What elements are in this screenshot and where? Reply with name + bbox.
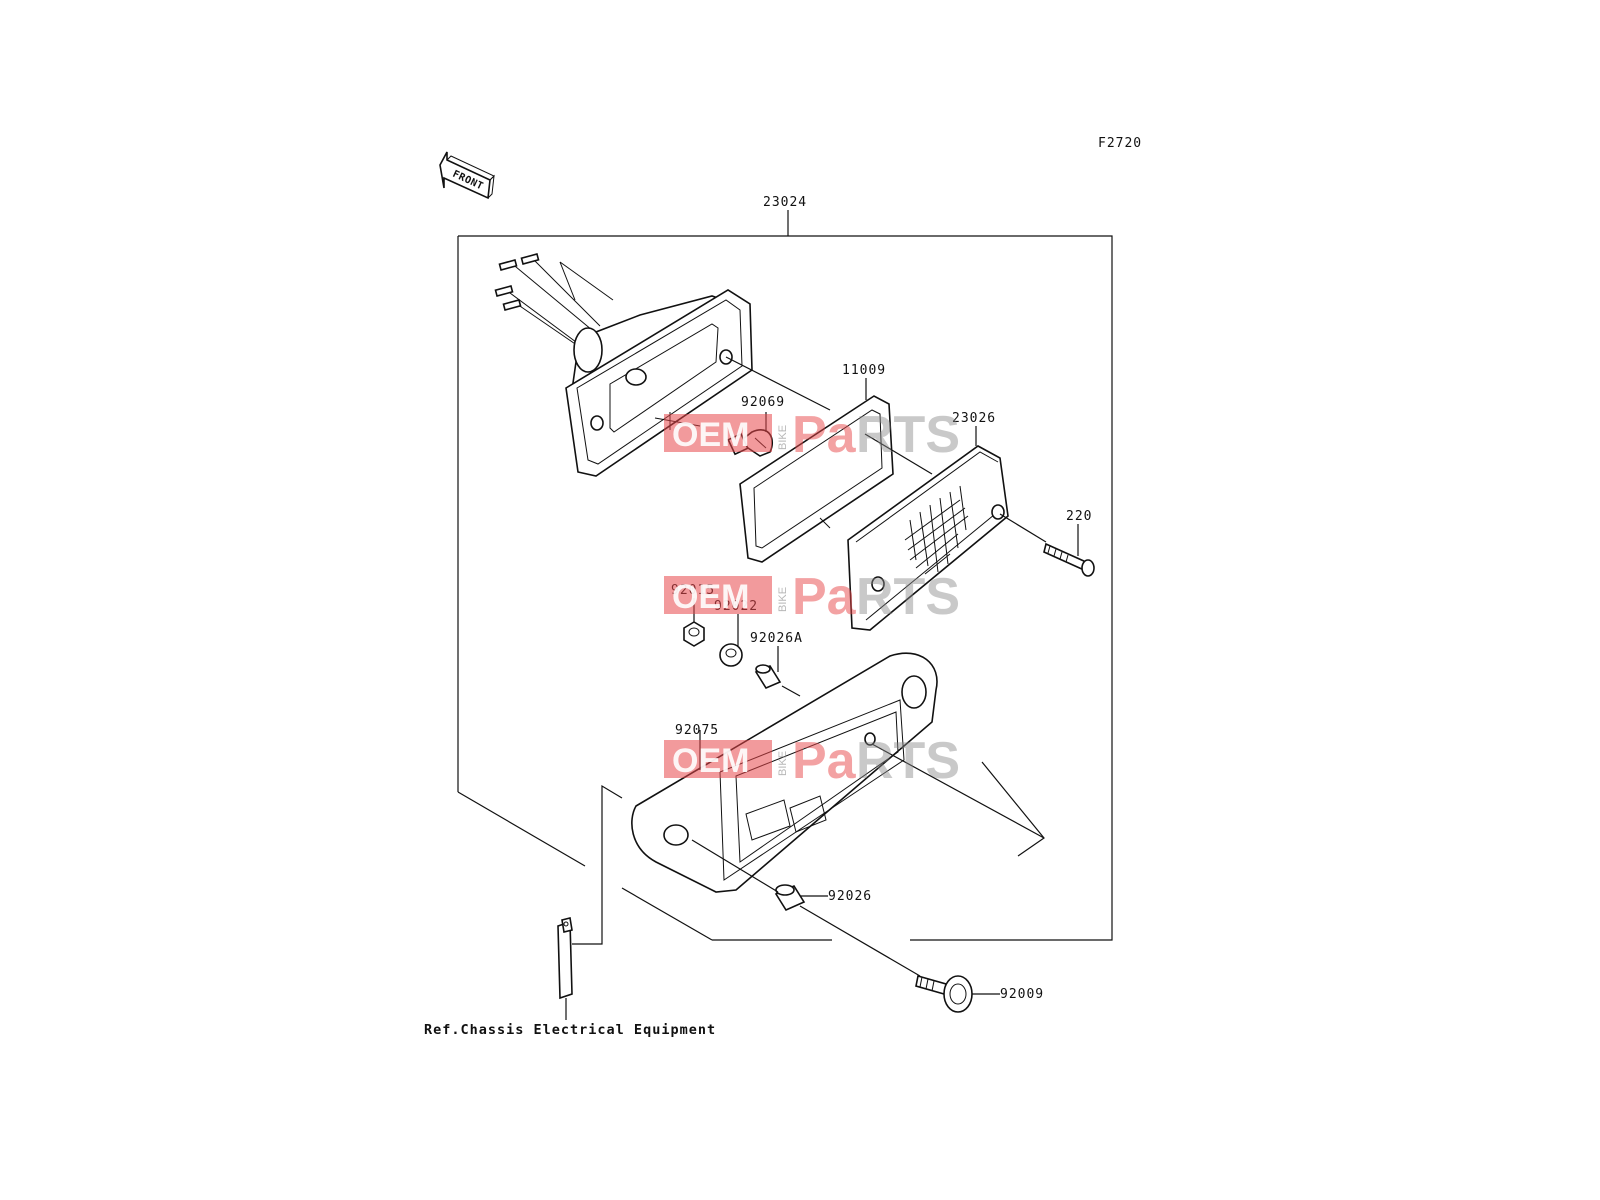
collar-icon (774, 884, 806, 912)
svg-text:RTS: RTS (856, 406, 960, 464)
svg-text:OEM: OEM (672, 578, 749, 616)
callout-92075: 92075 (675, 723, 719, 738)
collar-a-icon (754, 664, 782, 690)
svg-text:Pa: Pa (792, 406, 857, 464)
svg-text:Pa: Pa (792, 732, 857, 790)
svg-text:Pa: Pa (792, 568, 857, 626)
svg-text:OEM: OEM (672, 742, 749, 780)
diagram-code: F2720 (1098, 136, 1142, 151)
bracket (631, 652, 938, 893)
callout-23026: 23026 (952, 411, 996, 426)
reference-note: Ref.Chassis Electrical Equipment (424, 1022, 716, 1038)
watermark-logo: OEM BIKE Pa RTS (664, 732, 960, 790)
washer-icon (719, 643, 743, 667)
watermark-logo: OEM BIKE Pa RTS (664, 568, 960, 626)
svg-text:OEM: OEM (672, 416, 749, 454)
callout-92026: 92026 (828, 889, 872, 904)
front-arrow-icon: FRONT (439, 151, 495, 200)
callout-92026A: 92026A (750, 631, 803, 646)
gasket (739, 395, 894, 563)
callout-92069: 92069 (741, 395, 785, 410)
callout-220: 220 (1066, 509, 1092, 524)
svg-text:RTS: RTS (856, 732, 960, 790)
bolt-icon (915, 974, 973, 1013)
watermark-logo: OEM BIKE Pa RTS (664, 406, 960, 464)
assembly-bracket (457, 210, 1113, 941)
screw-icon (1043, 542, 1095, 577)
leader-gasket (864, 433, 933, 475)
lamp-housing (494, 253, 753, 477)
leader-housing (725, 356, 831, 411)
svg-text:RTS: RTS (856, 568, 960, 626)
svg-text:BIKE: BIKE (777, 587, 789, 612)
callout-23024: 23024 (763, 195, 807, 210)
nut-icon (683, 621, 705, 647)
leader-bracket (871, 743, 1045, 839)
svg-text:BIKE: BIKE (777, 425, 789, 450)
callout-92009: 92009 (1000, 987, 1044, 1002)
svg-text:BIKE: BIKE (777, 751, 789, 776)
lens (847, 445, 1009, 631)
connector-icon (557, 917, 573, 1000)
callout-11009: 11009 (842, 363, 886, 378)
